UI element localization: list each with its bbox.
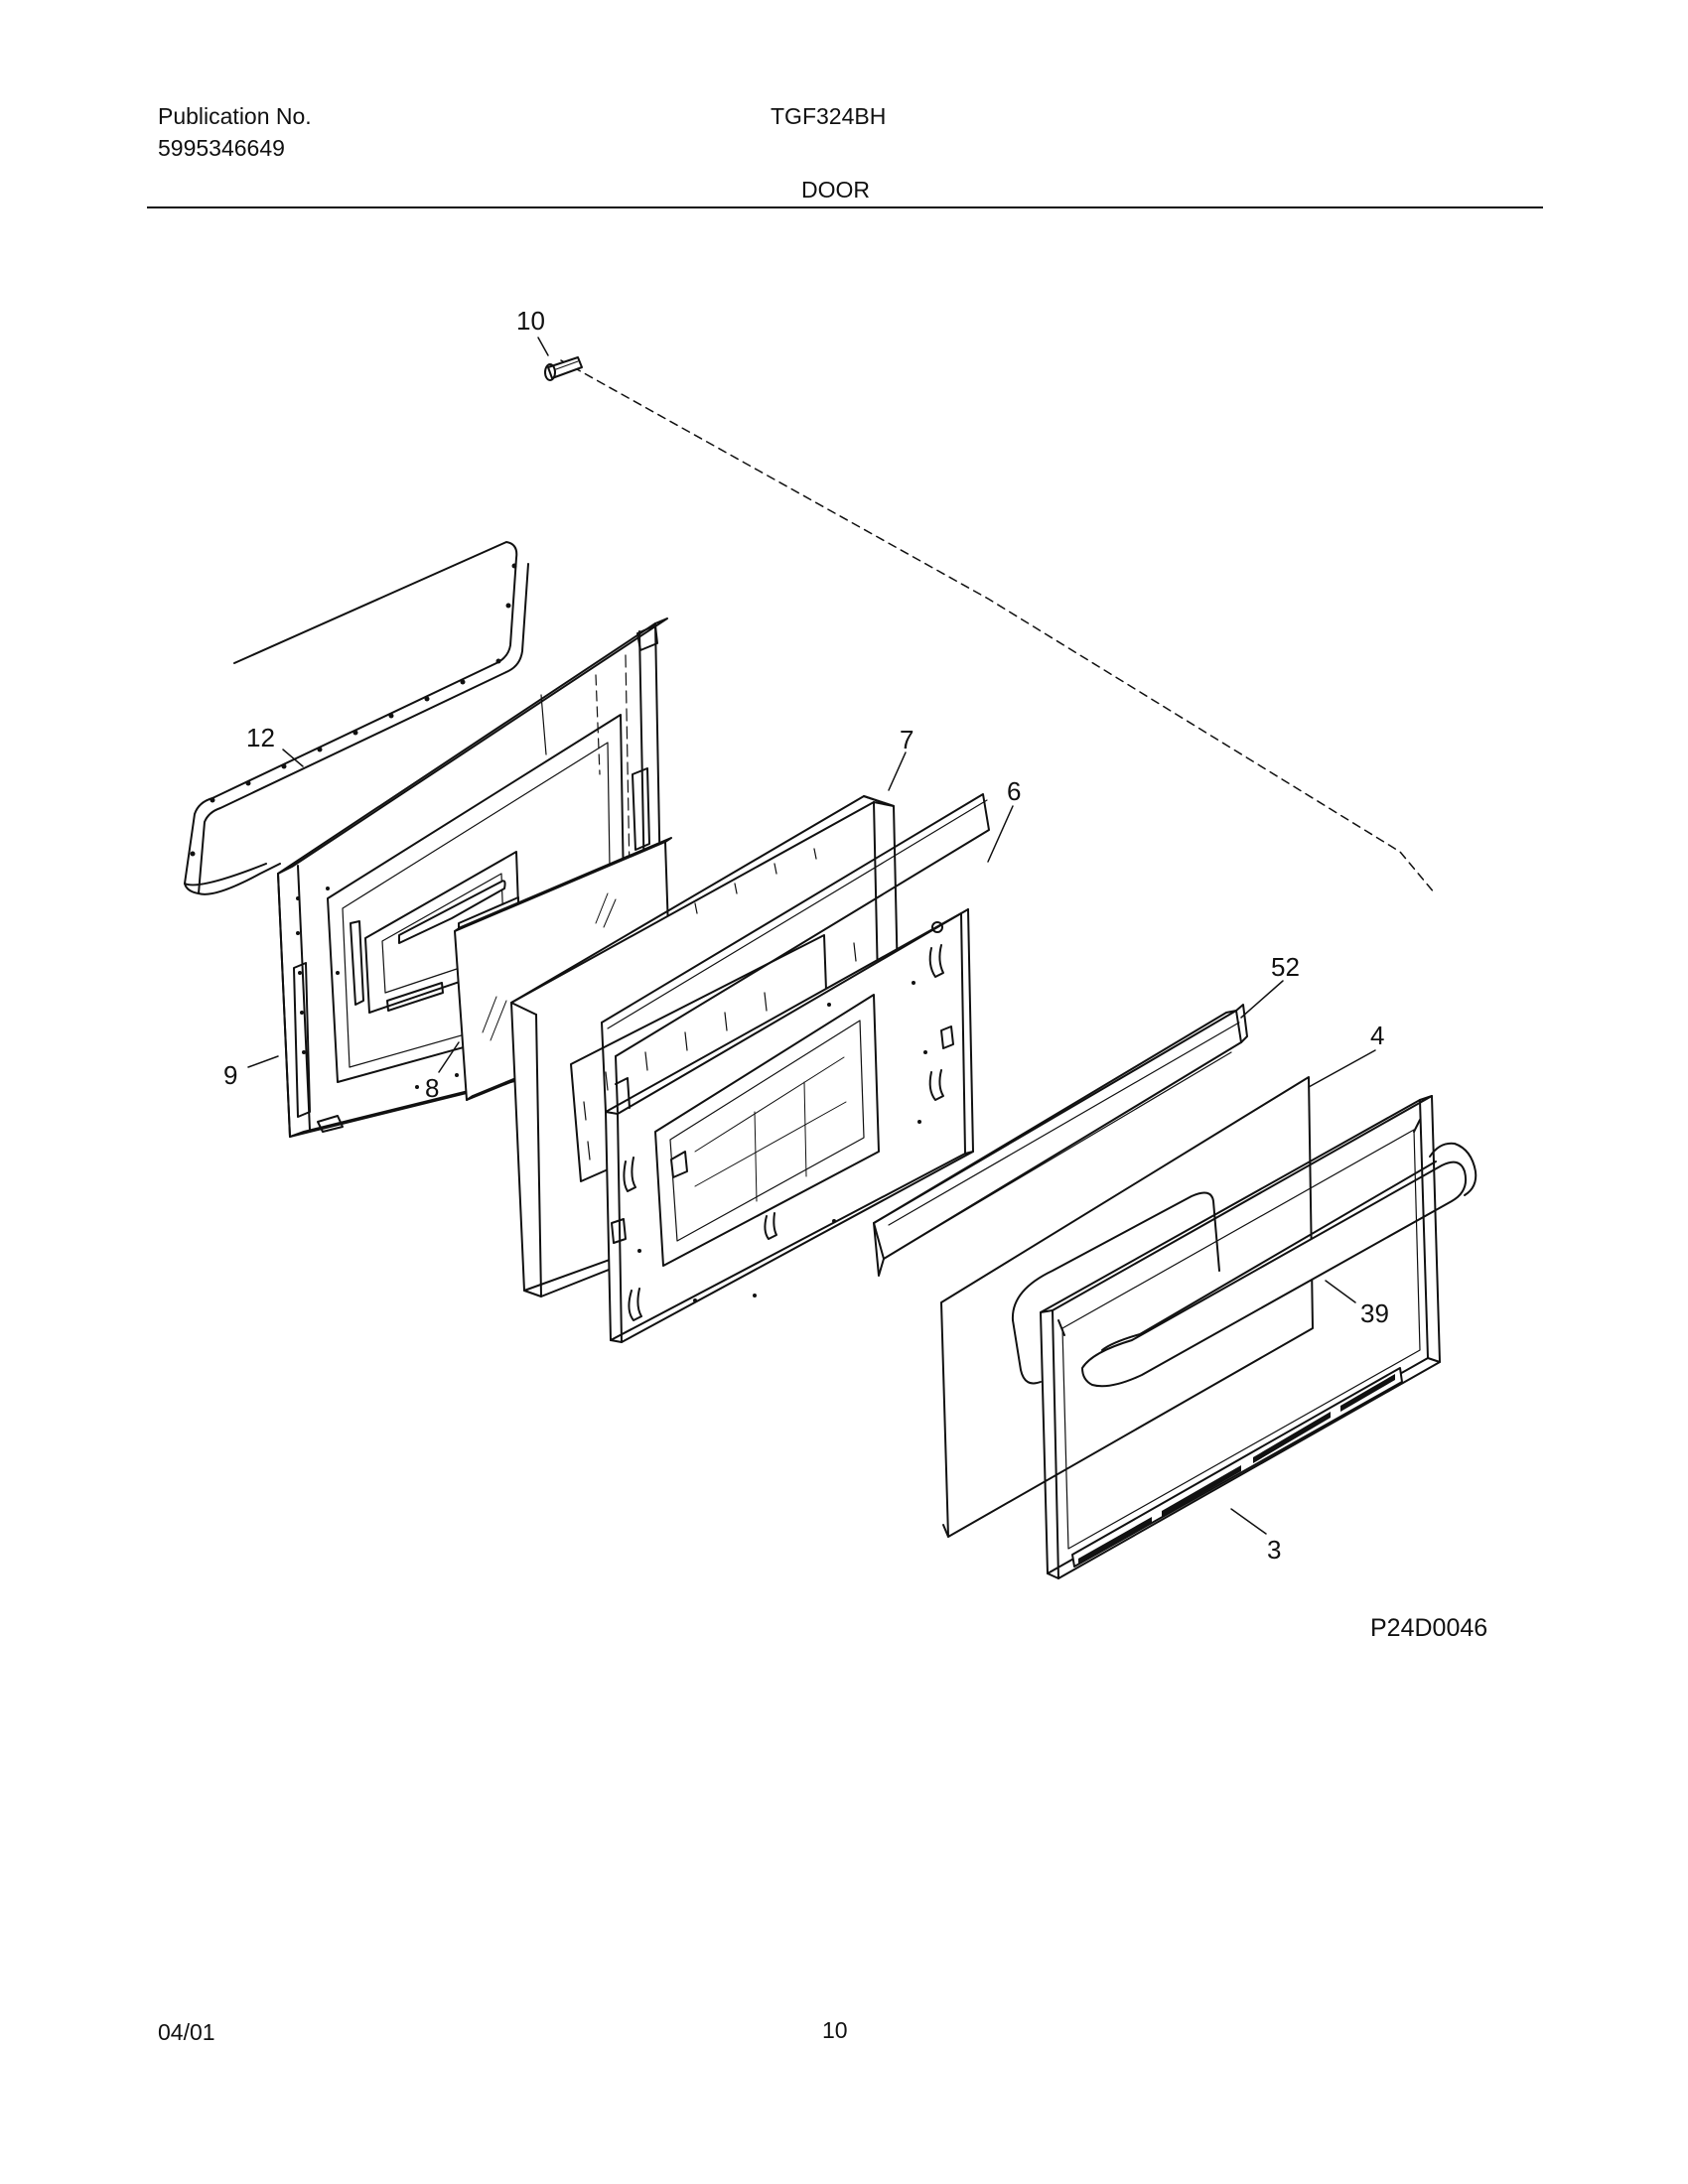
model-number: TGF324BH <box>771 103 887 129</box>
callout-3: 3 <box>1267 1535 1281 1565</box>
part-door-frame <box>1040 1095 1441 1579</box>
part-outer-glass <box>940 1076 1314 1538</box>
publication-label: Publication No. <box>158 103 312 129</box>
callout-8: 8 <box>425 1073 439 1103</box>
footer-date: 04/01 <box>158 2019 215 2045</box>
callout-9: 9 <box>223 1060 237 1090</box>
section-title: DOOR <box>801 177 870 203</box>
callout-52: 52 <box>1271 952 1300 982</box>
callout-6: 6 <box>1007 776 1021 806</box>
part-handle <box>1081 1142 1477 1388</box>
callout-7: 7 <box>900 725 914 754</box>
callout-12: 12 <box>246 723 275 752</box>
diagram-code: P24D0046 <box>1370 1614 1488 1642</box>
header-rule <box>147 206 1543 208</box>
part-screw <box>544 356 583 381</box>
part-door-panel <box>601 793 990 1343</box>
publication-number: 5995346649 <box>158 135 285 161</box>
callout-10: 10 <box>516 306 545 336</box>
callout-leaders <box>247 337 1376 1535</box>
callout-39: 39 <box>1360 1298 1389 1328</box>
callout-labels: 10 12 7 6 52 4 9 8 39 3 <box>223 306 1389 1565</box>
part-door-trim <box>873 1004 1248 1277</box>
footer-page-number: 10 <box>822 2017 848 2043</box>
assembly-dashed-line <box>560 359 1436 894</box>
callout-4: 4 <box>1370 1021 1384 1050</box>
part-gasket <box>184 541 529 895</box>
